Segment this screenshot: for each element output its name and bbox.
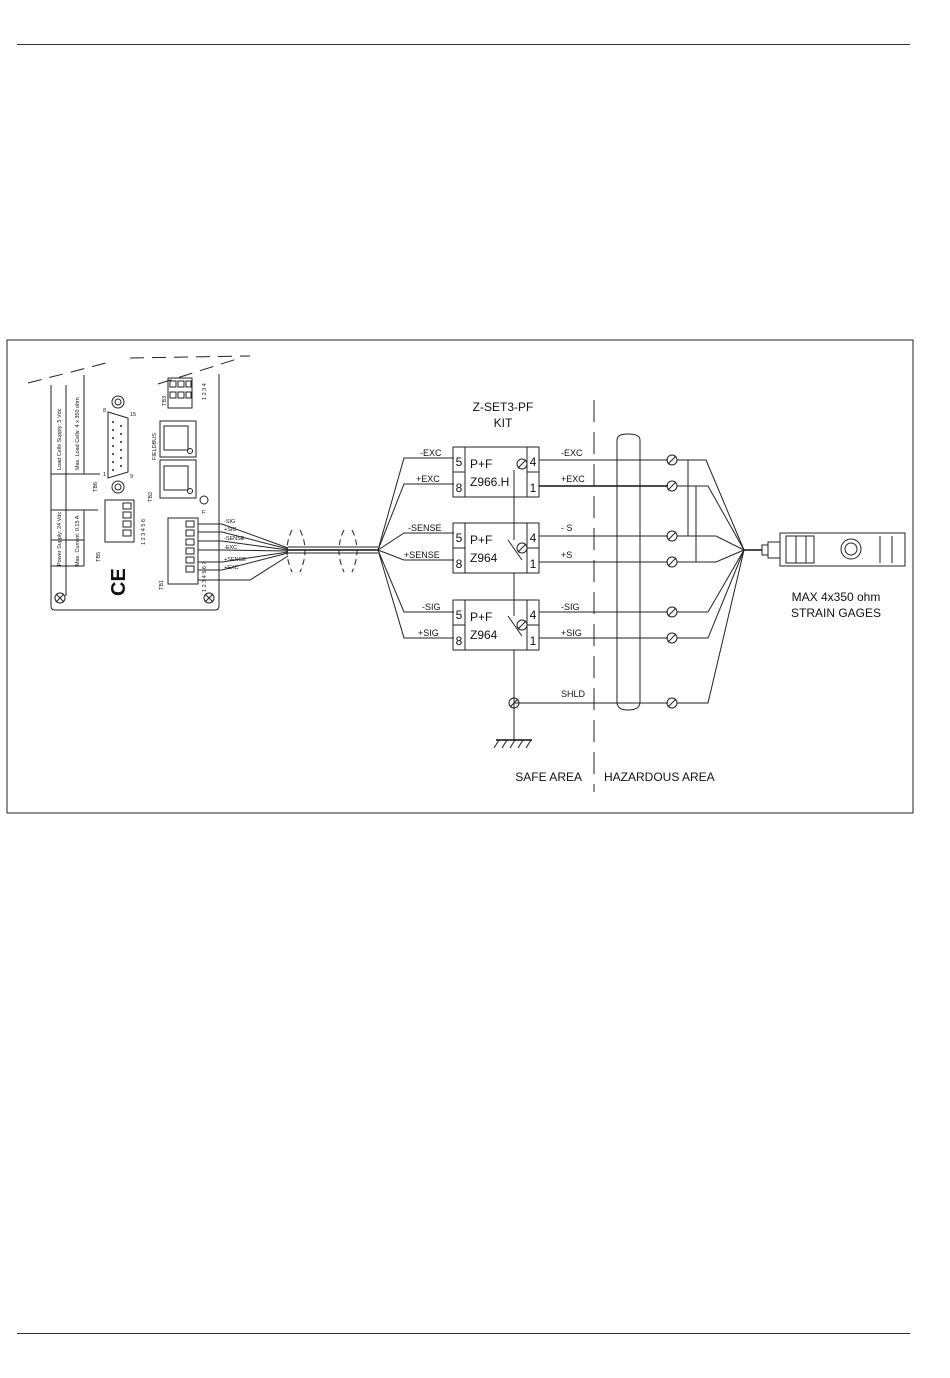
- wire-label: +EXC: [561, 474, 585, 484]
- wire-label: +EXC: [416, 474, 440, 484]
- screw-terminal-icon: [666, 632, 678, 644]
- tb1-wire-label: -EXC: [224, 545, 237, 551]
- db-pin-9: 9: [130, 474, 133, 480]
- ce-mark: CE: [108, 568, 130, 596]
- screw-terminal-icon: [666, 606, 678, 618]
- power-supply-text: Power Supply: 24 Vdc: [57, 512, 63, 566]
- screw-terminal-icon: [666, 454, 678, 466]
- wire-label: -SENSE: [408, 523, 442, 533]
- pin-label: 1: [530, 481, 537, 495]
- power-current-text: Max. Current: 0.15 A: [75, 515, 81, 566]
- tb3-terminal: [167, 377, 193, 409]
- diagram-frame: [6, 339, 914, 814]
- db-pin-8: 8: [103, 408, 106, 414]
- tb1-wire-label: +SIG: [224, 527, 237, 533]
- pin-label: 8: [456, 634, 463, 648]
- pin-label: 8: [456, 557, 463, 571]
- tb6-label: TB6: [93, 482, 99, 492]
- pin-label: 4: [530, 608, 537, 622]
- barrier-module-exc: 5 8 4 1 P+F Z966.H: [452, 446, 540, 498]
- kit-title: Z-SET3-PF: [473, 400, 534, 414]
- wire-label: -EXC: [561, 448, 583, 458]
- tb1-wire-label: -SIG: [224, 519, 235, 525]
- module-model: Z964: [470, 551, 498, 565]
- screw-terminal-icon: [508, 697, 520, 709]
- load-cell-icon: [744, 532, 906, 567]
- screw-terminal-icon: [666, 697, 678, 709]
- tb1-terminal: [167, 517, 199, 585]
- led-icon: [199, 495, 209, 505]
- module-brand: P+F: [470, 533, 492, 547]
- screw-terminal-icon: [666, 530, 678, 542]
- wire-label: -SIG: [422, 602, 441, 612]
- tb1-wire-label: -SENSE: [224, 536, 245, 542]
- db-pin-15: 15: [130, 412, 136, 418]
- db15-connector: 8 15 1 9: [103, 395, 136, 494]
- pin-label: 5: [456, 531, 463, 545]
- module-model: Z964: [470, 628, 498, 642]
- tb5-terminal: [104, 499, 135, 543]
- pin-label: 5: [456, 455, 463, 469]
- top-rule: [17, 44, 910, 45]
- wire-label: +SIG: [561, 628, 582, 638]
- tb5-label: TB5: [96, 552, 102, 562]
- cells-supply-text: Load Cells Supply: 5 Vdc: [57, 408, 63, 470]
- tb2-label: TB2: [148, 492, 154, 502]
- module-brand: P+F: [470, 610, 492, 624]
- pin-label: 4: [530, 455, 537, 469]
- wire-label: SHLD: [561, 689, 586, 699]
- bottom-rule: [17, 1333, 910, 1334]
- fieldbus-label: FIELDBUS: [152, 433, 158, 460]
- screw-icon: [54, 592, 66, 604]
- screw-terminal-icon: [666, 480, 678, 492]
- wire-label: +SENSE: [404, 550, 440, 560]
- tb5-pins: 1 2 3 4 5 6: [141, 519, 147, 545]
- kit-subtitle: KIT: [494, 416, 513, 430]
- screw-terminal-icon: [516, 458, 528, 470]
- tb1-label: TB1: [159, 580, 165, 590]
- tb1-pins: 1 2 3 4 5 6 7: [202, 561, 208, 592]
- wire-label: +S: [561, 550, 572, 560]
- tb3-pins: 1 2 3 4: [202, 383, 208, 400]
- pin-label: 1: [530, 557, 537, 571]
- pin-label: 1: [530, 634, 537, 648]
- hazardous-area-label: HAZARDOUS AREA: [604, 770, 715, 784]
- barrier-module-sense: 5 8 4 1 P+F Z964: [452, 522, 540, 574]
- wire-label: - S: [561, 523, 573, 533]
- load-cell-spec: MAX 4x350 ohm: [792, 590, 881, 604]
- pin-label: 5: [456, 608, 463, 622]
- multicore-cable: [198, 457, 454, 639]
- f-label: F: [202, 510, 206, 516]
- rj45-port: [159, 459, 197, 499]
- ground-icon: [493, 739, 532, 749]
- barrier-module-sig: 5 8 4 1 P+F Z964: [452, 599, 540, 651]
- module-brand: P+F: [470, 457, 492, 471]
- wire-label: +SIG: [418, 628, 439, 638]
- wire-label: -SIG: [561, 602, 580, 612]
- pin-label: 4: [530, 531, 537, 545]
- module-model: Z966.H: [470, 475, 509, 489]
- tb3-label: TB3: [162, 396, 168, 406]
- load-cell-type: STRAIN GAGES: [791, 606, 881, 620]
- screw-terminal-icon: [516, 619, 528, 631]
- db-pin-1: 1: [103, 472, 106, 478]
- barrier-internal-links: [507, 470, 523, 740]
- instrument-panel: Load Cells Supply: 5 Vdc Max. Load Cells…: [27, 355, 251, 611]
- screw-icon: [203, 592, 215, 604]
- screw-terminal-icon: [516, 542, 528, 554]
- cells-max-text: Max. Load Cells: 4 x 350 ohm: [75, 397, 81, 470]
- pin-label: 8: [456, 481, 463, 495]
- hazardous-wiring: [514, 433, 745, 711]
- wire-label: -EXC: [420, 448, 442, 458]
- screw-terminal-icon: [666, 556, 678, 568]
- safe-area-label: SAFE AREA: [515, 770, 582, 784]
- rj45-port: [159, 420, 197, 458]
